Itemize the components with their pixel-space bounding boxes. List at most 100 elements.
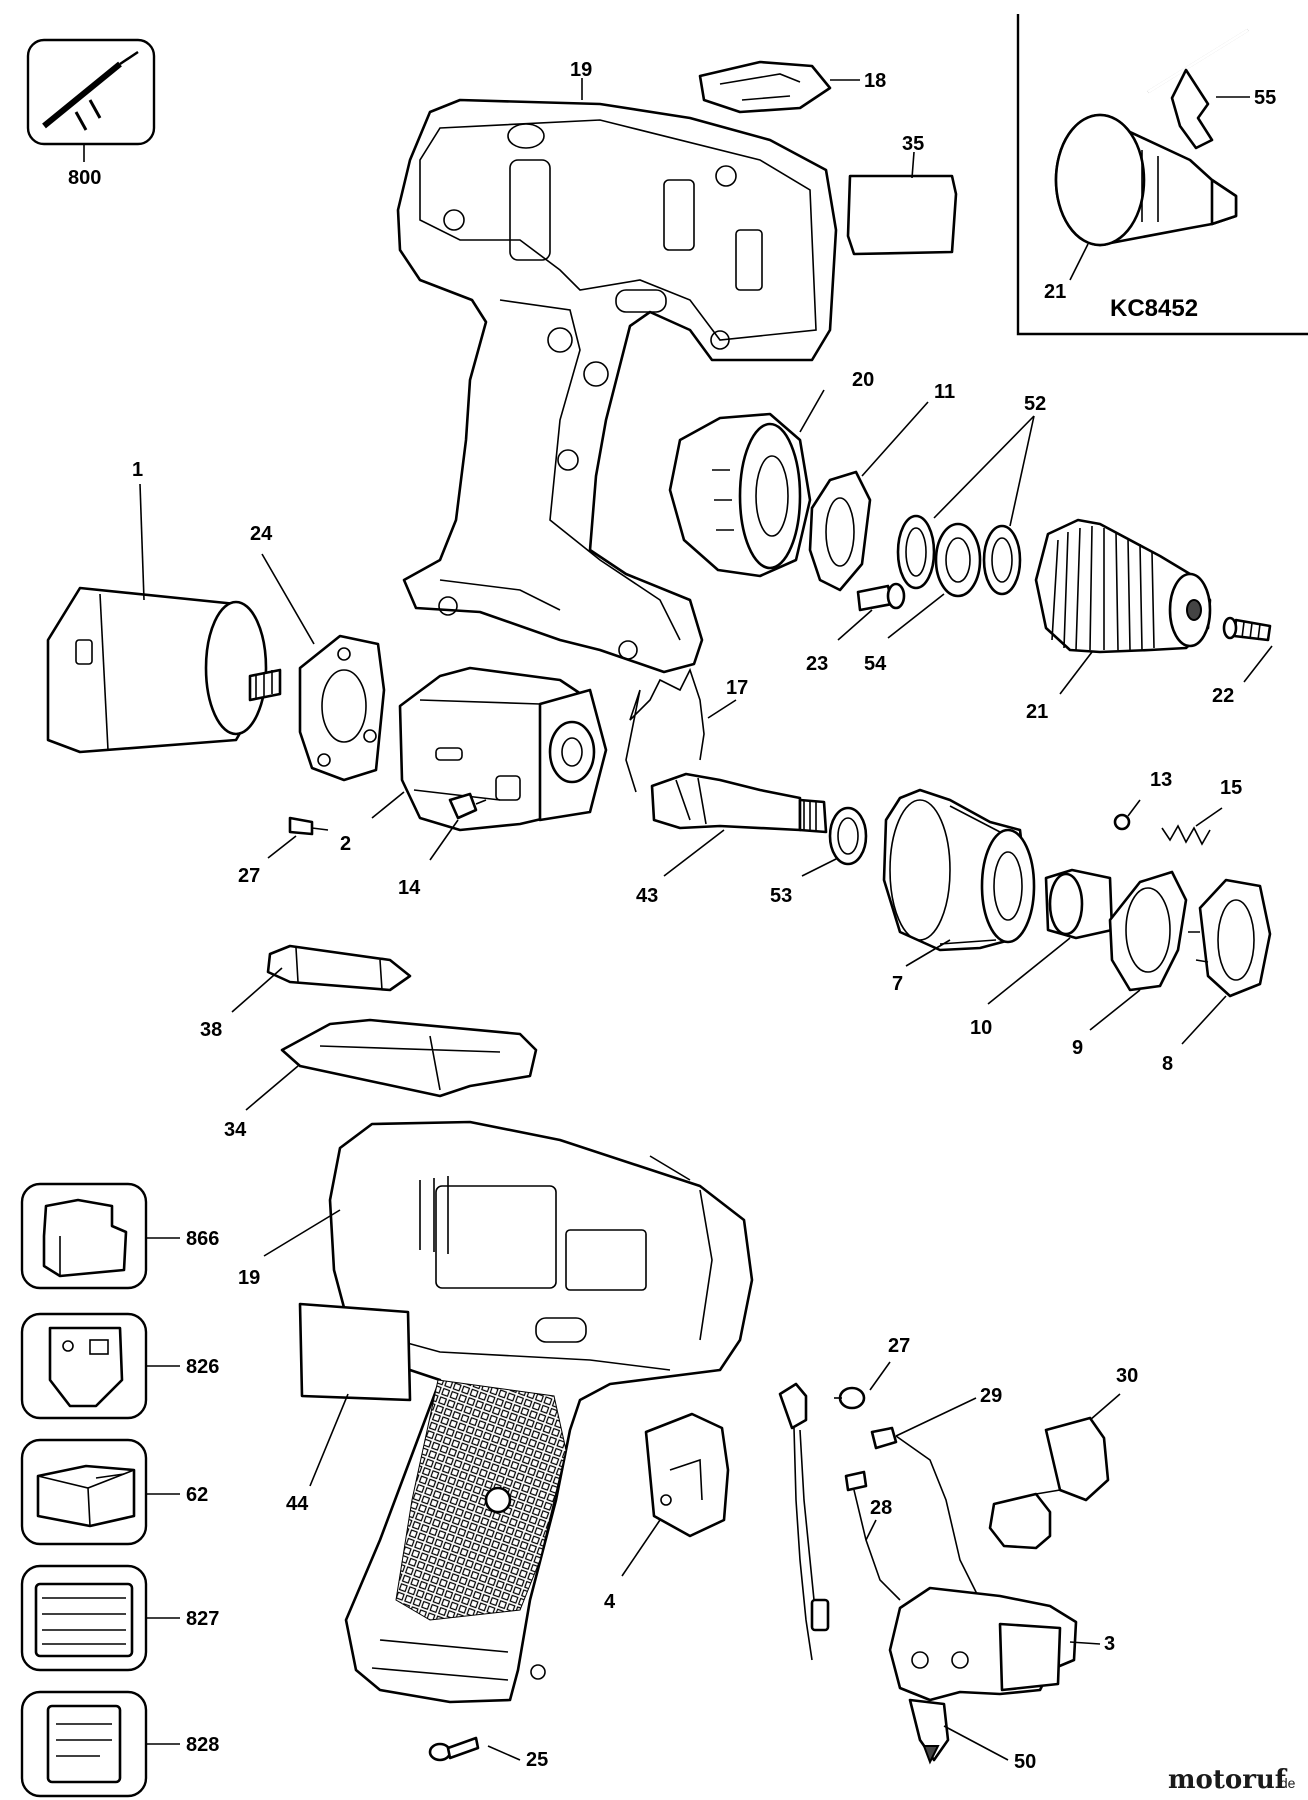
keyless-chuck-part	[1034, 518, 1212, 654]
leader-27-bottom	[869, 1361, 891, 1391]
leader-21	[1059, 651, 1093, 695]
collar-part	[668, 412, 812, 578]
part-number-62: 62	[186, 1484, 208, 1506]
part-number-9: 9	[1072, 1037, 1083, 1059]
spring-part	[1161, 824, 1211, 846]
leader-38	[231, 967, 283, 1013]
leader-24	[261, 553, 315, 645]
part-number-827: 827	[186, 1608, 219, 1630]
part-number-4: 4	[604, 1591, 616, 1613]
leader-53	[801, 857, 839, 877]
terminal-wire-assembly	[778, 1382, 981, 1661]
bit-holder-part	[280, 1018, 538, 1098]
bushing-part	[1044, 868, 1114, 940]
motor-plate-part	[298, 634, 386, 782]
part-number-20: 20	[852, 369, 874, 391]
chuck-key-part	[1147, 28, 1249, 150]
leader-4	[621, 1519, 661, 1577]
leader-3	[1069, 1641, 1101, 1645]
part-number-21: 21	[1026, 701, 1048, 723]
part-number-828: 828	[186, 1734, 219, 1756]
leader-20	[799, 389, 825, 433]
part-number-13: 13	[1150, 769, 1172, 791]
housing-half-inner	[396, 98, 838, 674]
washer-53-part	[828, 806, 868, 866]
leader-2	[371, 791, 405, 819]
leader-1	[139, 483, 145, 601]
leader-50	[943, 1725, 1009, 1761]
screw-23-part	[856, 582, 906, 612]
part-number-2: 2	[340, 833, 351, 855]
screw-25-part	[428, 1736, 480, 1762]
part-number-800: 800	[68, 167, 101, 189]
leader-14	[429, 819, 459, 861]
charger-box	[20, 1438, 148, 1546]
ball-part	[1113, 813, 1131, 831]
part-number-35: 35	[902, 133, 924, 155]
part-number-34: 34	[224, 1119, 247, 1141]
leader-19-bottom	[263, 1209, 341, 1257]
switch-button-part	[988, 1416, 1110, 1550]
battery-pack-box	[20, 1182, 148, 1290]
screwdriver-bit-part	[266, 944, 412, 992]
switch-part	[888, 1586, 1078, 1765]
part-number-53: 53	[770, 885, 792, 907]
part-number-1: 1	[132, 459, 143, 481]
spring-clip-part	[625, 667, 705, 793]
leader-35	[911, 151, 915, 179]
part-number-55: 55	[1254, 87, 1276, 109]
leader-15	[1195, 807, 1223, 827]
leader-34	[245, 1065, 299, 1111]
part-number-27-bottom: 27	[888, 1335, 910, 1357]
charger-label-box	[20, 1564, 148, 1672]
leader-52-b	[1009, 415, 1035, 527]
part-number-8: 8	[1162, 1053, 1173, 1075]
model-label: KC8452	[1110, 295, 1198, 322]
screw-27-top-part	[288, 816, 329, 836]
part-number-52: 52	[1024, 393, 1046, 415]
part-number-44: 44	[286, 1493, 309, 1515]
watermark-suffix: .de	[1276, 1775, 1296, 1791]
part-number-24: 24	[250, 523, 273, 545]
part-number-17: 17	[726, 677, 748, 699]
part-number-23: 23	[806, 653, 828, 675]
part-number-866: 866	[186, 1228, 219, 1250]
leader-54	[887, 593, 945, 639]
leader-43	[663, 829, 725, 877]
clutch-plate-part	[1108, 870, 1188, 992]
part-number-38: 38	[200, 1019, 222, 1041]
leader-23	[837, 609, 873, 641]
watermark-main: motoruf	[1168, 1765, 1288, 1795]
label-part-35	[846, 174, 958, 256]
site-watermark: motoruf .de	[1168, 1765, 1296, 1795]
part-number-7: 7	[892, 973, 903, 995]
leader-11	[861, 401, 929, 477]
nameplate-box	[20, 1690, 148, 1798]
spindle-part	[650, 772, 828, 834]
leader-8	[1181, 995, 1227, 1045]
part-number-10: 10	[970, 1017, 992, 1039]
part-number-29: 29	[980, 1385, 1002, 1407]
accessory-800: 800	[26, 38, 156, 189]
part-number-27-top: 27	[238, 865, 260, 887]
part-number-14: 14	[398, 877, 421, 899]
part-number-3: 3	[1104, 1633, 1115, 1655]
part-number-11: 11	[934, 381, 955, 403]
screw-22-part	[1222, 616, 1272, 642]
part-number-28: 28	[870, 1497, 892, 1519]
washers-52-part	[896, 514, 1022, 596]
label-part-44	[298, 1302, 412, 1402]
gearbox-part	[398, 666, 608, 832]
part-number-826: 826	[186, 1356, 219, 1378]
leader-52-a	[933, 415, 1035, 519]
motor-part	[46, 586, 282, 754]
part-number-15: 15	[1220, 777, 1242, 799]
keyed-chuck-part	[1054, 113, 1238, 247]
part-number-25: 25	[526, 1749, 548, 1771]
leader-29	[895, 1397, 977, 1437]
clutch-ring-part	[1188, 878, 1272, 998]
battery-label-box	[20, 1312, 148, 1420]
mode-plate-part	[808, 470, 872, 592]
leader-22	[1243, 645, 1273, 683]
leader-9	[1089, 989, 1141, 1031]
